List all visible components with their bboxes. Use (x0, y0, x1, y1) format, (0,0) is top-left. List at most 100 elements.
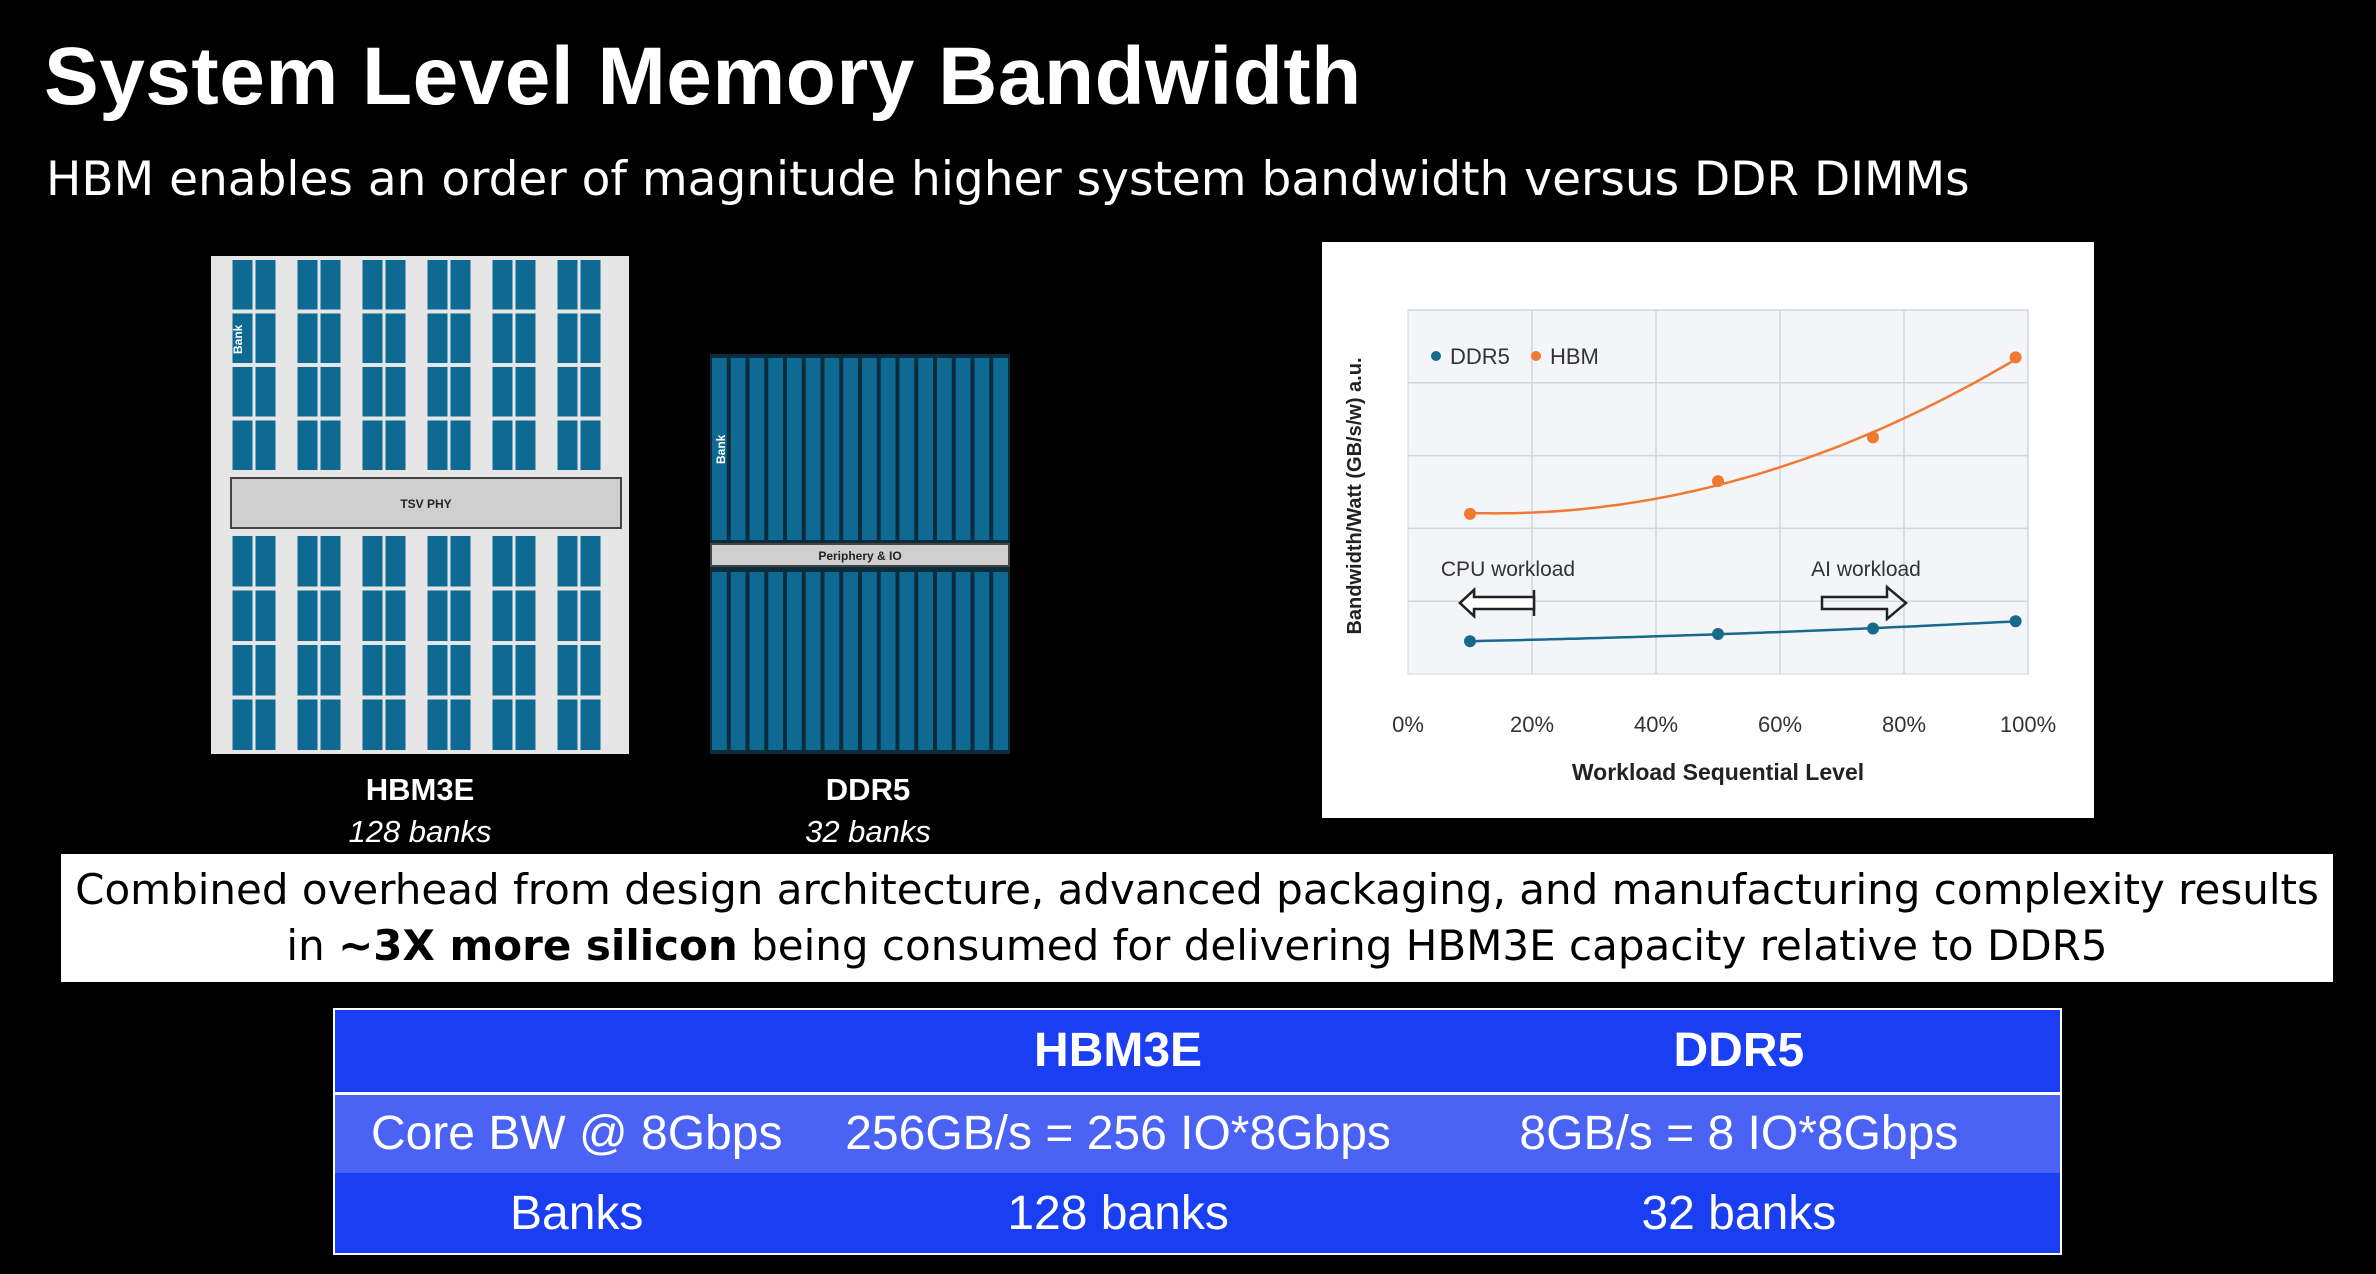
table-cell: Banks (510, 1186, 644, 1240)
callout-emphasis: ~3X more silicon (338, 921, 738, 970)
table-row: Core BW @ 8Gbps 256GB/s = 256 IO*8Gbps 8… (334, 1093, 2061, 1173)
table-cell: 32 banks (1641, 1186, 1837, 1240)
memory-bank (427, 645, 448, 696)
memory-bank (427, 536, 448, 587)
memory-bank (427, 367, 448, 417)
memory-bank (450, 699, 471, 750)
memory-bank (862, 358, 877, 540)
memory-bank (515, 590, 536, 641)
memory-bank (843, 358, 858, 540)
table-header-row: HBM3E DDR5 (334, 1009, 2061, 1093)
tsv-phy-block (230, 477, 622, 529)
x-axis-title: Workload Sequential Level (1572, 759, 1864, 785)
memory-bank (580, 590, 601, 641)
memory-bank (974, 572, 990, 750)
memory-bank (232, 260, 253, 310)
bandwidth-per-watt-chart: 0%20%40%60%80%100%Workload Sequential Le… (1322, 242, 2094, 818)
data-point-ddr5 (2009, 615, 2022, 628)
table-cell: 128 banks (1007, 1186, 1229, 1240)
memory-bank (255, 536, 276, 587)
memory-bank (492, 313, 513, 363)
data-point-hbm (1712, 475, 1724, 488)
y-axis-title: Bandwidth/Watt (GB/s/w) a.u. (1344, 357, 1366, 634)
memory-bank (492, 367, 513, 417)
memory-bank (580, 699, 601, 750)
memory-bank (712, 358, 727, 540)
memory-bank (385, 313, 406, 363)
slide-subtitle: HBM enables an order of magnitude higher… (46, 152, 1970, 207)
memory-bank (515, 420, 536, 470)
memory-bank (492, 590, 513, 641)
x-tick-label: 100% (2000, 712, 2056, 737)
memory-bank (320, 699, 341, 750)
memory-bank (385, 536, 406, 587)
memory-bank (362, 536, 383, 587)
chart-svg: 0%20%40%60%80%100%Workload Sequential Le… (1344, 309, 2056, 785)
memory-bank (297, 699, 318, 750)
memory-bank (955, 572, 971, 750)
memory-bank (805, 358, 821, 540)
memory-bank (255, 420, 276, 470)
memory-bank (297, 590, 318, 641)
memory-bank (427, 313, 448, 363)
memory-bank (232, 420, 253, 470)
memory-bank (255, 699, 276, 750)
memory-bank (824, 572, 840, 750)
memory-bank (362, 645, 383, 696)
memory-bank (515, 536, 536, 587)
data-point-hbm (2009, 351, 2022, 364)
memory-bank (385, 645, 406, 696)
memory-bank (899, 358, 915, 540)
memory-bank (385, 260, 406, 310)
memory-bank (712, 572, 727, 750)
memory-bank (255, 645, 276, 696)
memory-bank (362, 420, 383, 470)
periphery-io-label: Periphery & IO (818, 549, 901, 563)
data-point-ddr5 (1712, 627, 1724, 640)
ddr5-die-caption: DDR5 32 banks (718, 772, 1018, 850)
memory-bank (297, 260, 318, 310)
memory-bank (320, 313, 341, 363)
memory-bank (385, 590, 406, 641)
plot-area (1407, 309, 2029, 675)
series-line-ddr5 (1469, 620, 2016, 643)
memory-bank (580, 420, 601, 470)
memory-bank (362, 313, 383, 363)
memory-bank (515, 645, 536, 696)
memory-bank (580, 536, 601, 587)
memory-bank (768, 358, 783, 540)
table-header-cell (334, 1009, 818, 1093)
memory-bank (450, 420, 471, 470)
memory-bank (450, 590, 471, 641)
memory-bank (427, 420, 448, 470)
memory-bank (255, 260, 276, 310)
memory-bank (492, 699, 513, 750)
memory-bank (557, 536, 578, 587)
memory-bank (955, 358, 971, 540)
x-tick-label: 80% (1882, 712, 1926, 737)
memory-bank (320, 420, 341, 470)
memory-bank (232, 367, 253, 417)
memory-bank (427, 590, 448, 641)
memory-bank (297, 645, 318, 696)
hbm3e-die-banks: 128 banks (348, 814, 492, 849)
legend-marker-ddr5 (1431, 351, 1441, 361)
legend-marker-hbm (1531, 351, 1541, 361)
memory-bank (730, 358, 746, 540)
data-point-hbm (1464, 507, 1476, 520)
memory-bank (362, 367, 383, 417)
series-line-hbm (1469, 358, 2017, 515)
memory-bank (787, 572, 802, 750)
memory-bank (918, 572, 933, 750)
memory-bank (937, 572, 952, 750)
memory-bank (362, 260, 383, 310)
ddr5-die-name: DDR5 (825, 772, 911, 807)
table-row: Banks 128 banks 32 banks (334, 1173, 2061, 1254)
memory-bank (515, 699, 536, 750)
memory-bank (232, 590, 253, 641)
memory-bank (580, 260, 601, 310)
memory-bank (937, 358, 952, 540)
